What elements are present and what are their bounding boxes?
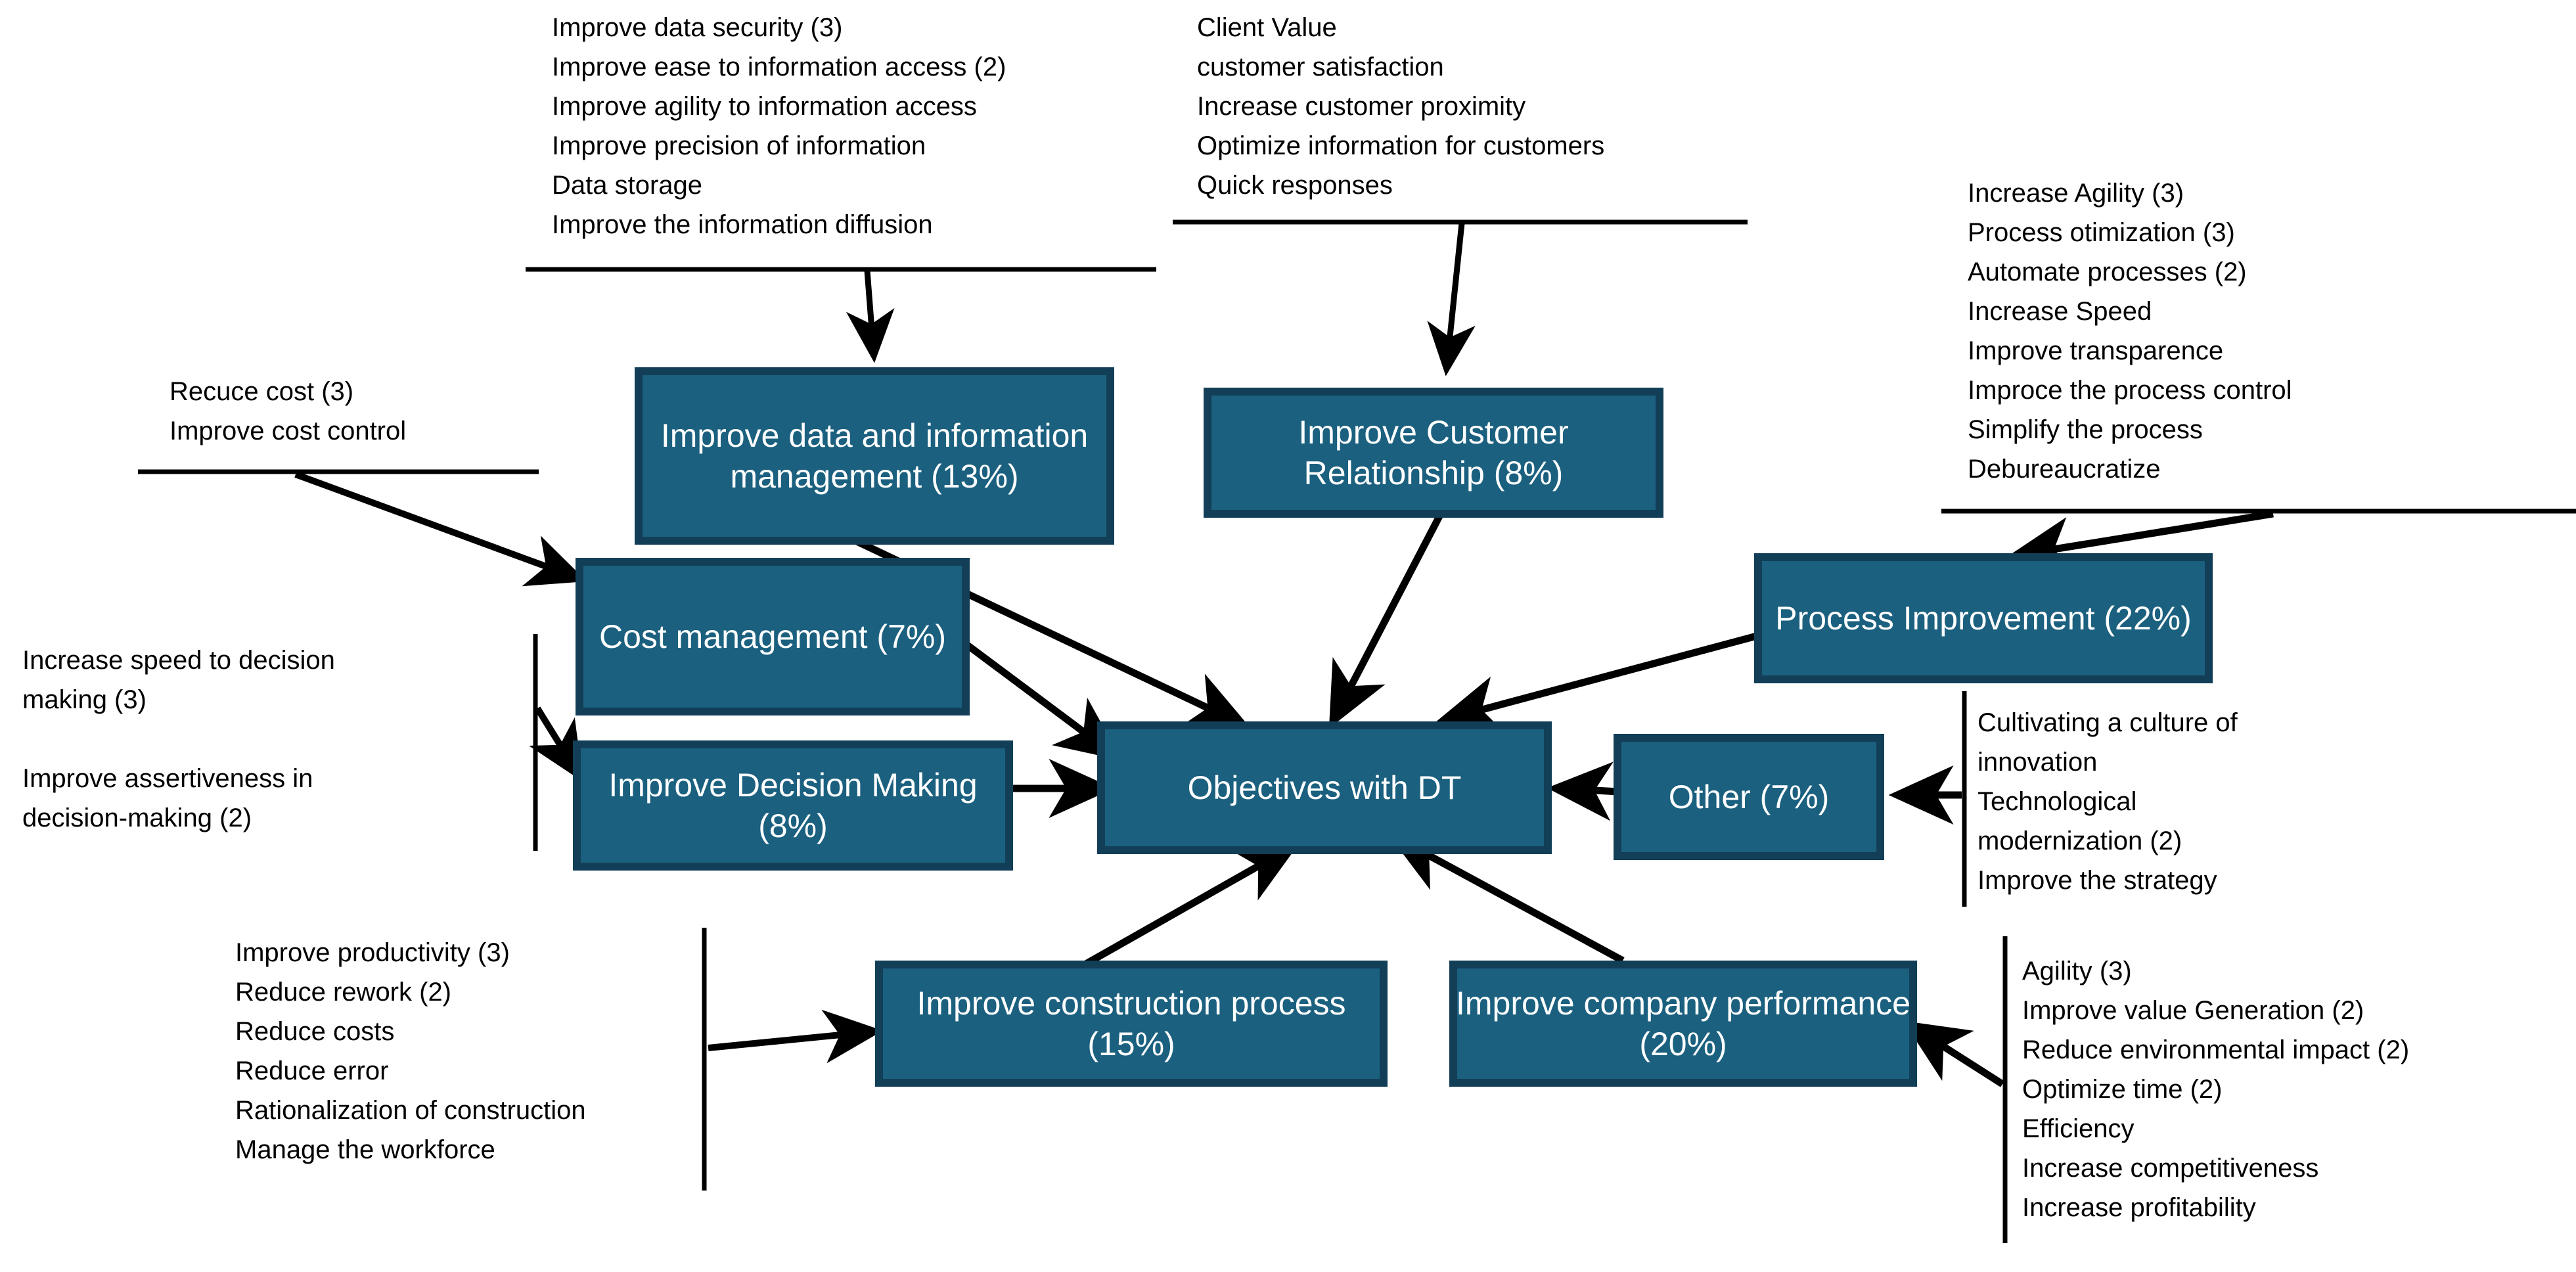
annotation-line: Recuce cost (3): [169, 377, 354, 406]
node-cost[interactable]: [576, 558, 970, 716]
edge-decision-list-to-decision: [529, 706, 583, 782]
annotation-line: Increase competitiveness: [2022, 1154, 2319, 1183]
annotation-line: making (3): [22, 685, 147, 714]
annotation-line: Reduce costs: [235, 1017, 395, 1046]
annotation-line: Client Value: [1197, 13, 1337, 42]
node-process[interactable]: [1754, 553, 2213, 683]
annotation-line: Improve cost control: [169, 417, 407, 445]
annotation-line: Cultivating a culture of: [1977, 708, 2238, 737]
annotation-line: [22, 719, 335, 759]
edge-construction-list-to-construction: [708, 1009, 883, 1064]
annotation-process-list: Increase Agility (3) Process otimization …: [1968, 173, 2292, 489]
annotation-line: Quick responses: [1197, 171, 1393, 200]
annotation-decision-list: Increase speed to decision making (3) Imp…: [22, 641, 335, 838]
edge-company-list-to-company: [1903, 1020, 2004, 1087]
annotation-line: Technological: [1977, 787, 2137, 816]
annotation-line: Reduce rework (2): [235, 978, 452, 1007]
annotation-cost-list: Recuce cost (3) Improve cost control: [169, 372, 406, 451]
annotation-line: Optimize information for customers: [1197, 131, 1605, 160]
annotation-line: Improve precision of information: [552, 131, 926, 160]
node-customer[interactable]: [1204, 388, 1663, 518]
annotation-line: Improve value Generation (2): [2022, 996, 2364, 1025]
annotation-line: Simplify the process: [1968, 415, 2203, 444]
edge-data-info-list-to-data-info: [846, 270, 895, 363]
node-center[interactable]: [1097, 721, 1552, 854]
edge-cost-to-center: [963, 641, 1122, 761]
edge-process-to-center: [1435, 630, 1765, 734]
annotation-line: customer satisfaction: [1197, 53, 1444, 81]
annotation-line: Improve productivity (3): [235, 938, 510, 967]
edge-company-to-center: [1387, 832, 1625, 964]
annotation-line: Process otimization (3): [1968, 218, 2235, 247]
annotation-line: modernization (2): [1977, 827, 2182, 855]
annotation-line: Improce the process control: [1968, 376, 2292, 405]
annotation-line: Optimize time (2): [2022, 1075, 2223, 1104]
edge-customer-to-center: [1328, 509, 1445, 729]
node-construction[interactable]: [875, 961, 1388, 1087]
annotation-line: Reduce environmental impact (2): [2022, 1035, 2410, 1064]
annotation-line: Reduce error: [235, 1056, 389, 1085]
annotation-line: decision-making (2): [22, 804, 252, 832]
annotation-line: Efficiency: [2022, 1114, 2135, 1143]
annotation-line: Increase Speed: [1968, 297, 2152, 326]
annotation-line: Data storage: [552, 171, 703, 200]
annotation-line: Improve transparence: [1968, 336, 2224, 365]
node-decision[interactable]: [573, 740, 1013, 871]
annotation-line: Improve the information diffusion: [552, 210, 933, 239]
annotation-line: Debureaucratize: [1968, 455, 2161, 484]
annotation-construction-list: Improve productivity (3) Reduce rework (2…: [235, 933, 586, 1170]
annotation-line: Increase speed to decision: [22, 646, 335, 675]
annotation-line: Increase Agility (3): [1968, 179, 2184, 208]
annotation-line: Automate processes (2): [1968, 258, 2247, 286]
annotation-line: Improve the strategy: [1977, 866, 2217, 895]
annotation-company-list: Agility (3) Improve value Generation (2) R…: [2022, 951, 2409, 1227]
edge-customer-list-to-customer: [1427, 223, 1476, 376]
annotation-line: Rationalization of construction: [235, 1096, 586, 1125]
annotation-line: Manage the workforce: [235, 1135, 495, 1164]
annotation-line: Improve agility to information access: [552, 92, 977, 121]
annotation-line: Improve data security (3): [552, 13, 843, 42]
edge-construction-to-center: [1069, 842, 1300, 976]
annotation-line: innovation: [1977, 748, 2098, 777]
annotation-data-info-list: Improve data security (3) Improve ease to…: [552, 8, 1006, 244]
annotation-line: Improve ease to information access (2): [552, 53, 1006, 81]
edge-process-list-to-process: [2006, 510, 2274, 576]
annotation-line: Agility (3): [2022, 957, 2132, 986]
annotation-line: Improve assertiveness in: [22, 764, 313, 793]
edge-cost-list-to-cost: [294, 471, 587, 587]
edge-other-to-center: [1547, 761, 1620, 821]
node-company[interactable]: [1449, 961, 1917, 1087]
node-other[interactable]: [1614, 734, 1884, 860]
annotation-line: Increase profitability: [2022, 1193, 2256, 1222]
annotation-line: Increase customer proximity: [1197, 92, 1526, 121]
node-data-info[interactable]: [635, 367, 1114, 545]
